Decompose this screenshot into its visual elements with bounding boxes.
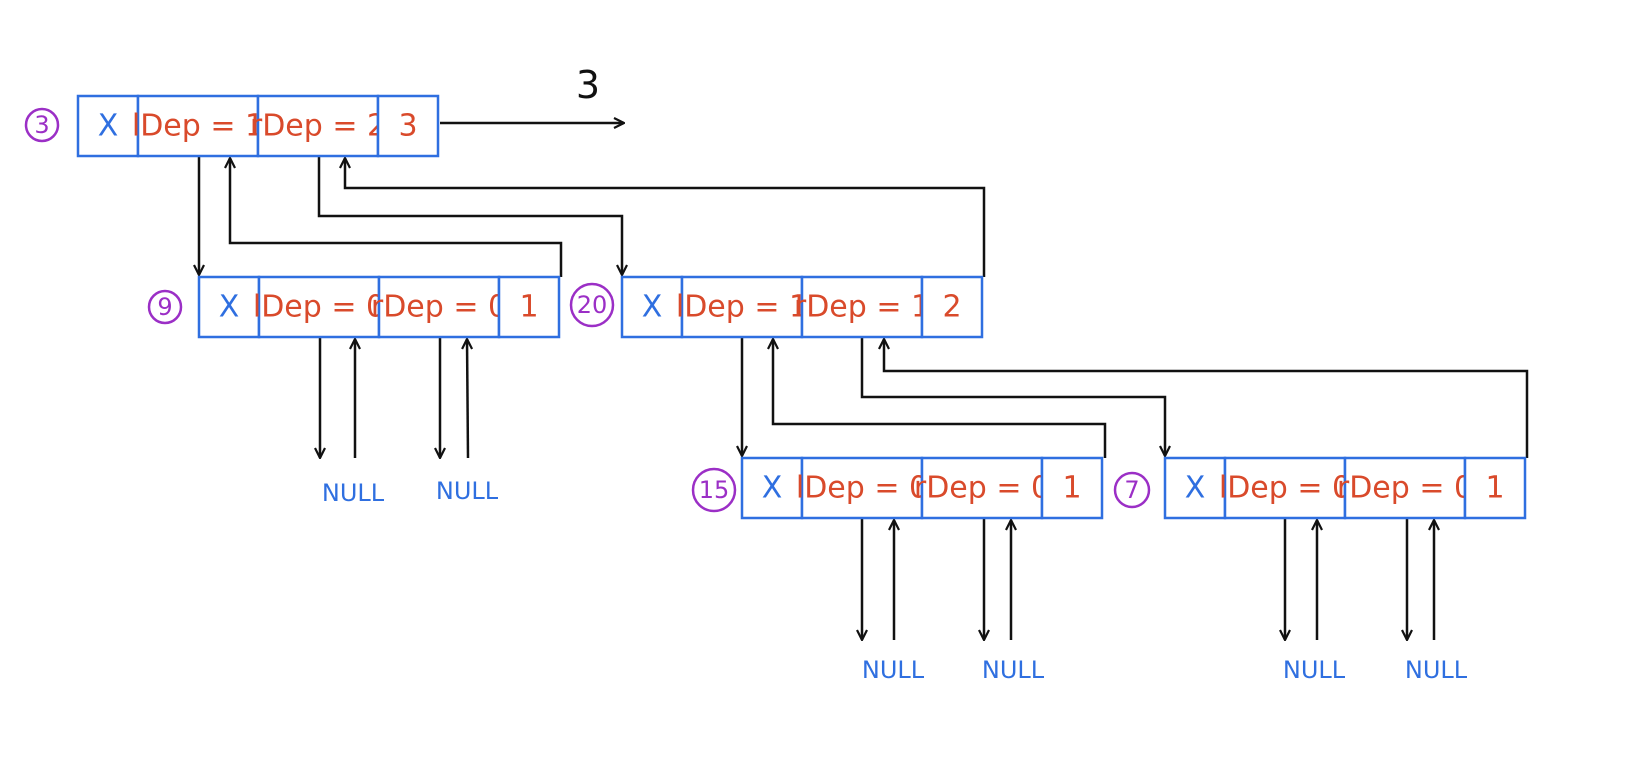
null-label: NULL xyxy=(1405,656,1468,684)
node-val-cell: X xyxy=(219,290,240,325)
node-val-cell-box xyxy=(197,275,261,339)
edges xyxy=(199,123,1529,640)
node-rdep-cell-box xyxy=(377,275,501,339)
null-label: NULL xyxy=(1283,656,1346,684)
node-val-cell: X xyxy=(762,471,783,506)
node-id-label: 3 xyxy=(34,111,49,139)
edge-3-to-20-down xyxy=(317,157,622,275)
edge-20-to-3-up xyxy=(345,158,986,277)
null-labels: NULL NULL NULL NULL NULL NULL xyxy=(322,477,1468,684)
node-ldep-cell: lDep = 1 xyxy=(132,109,264,144)
node-ldep-cell-box xyxy=(257,275,381,339)
null-label: NULL xyxy=(436,477,499,505)
node-id-circle xyxy=(24,107,60,143)
null-label: NULL xyxy=(322,479,385,507)
node-id-label: 15 xyxy=(699,476,730,504)
result-label: 3 xyxy=(576,63,600,107)
node-rdep-cell: rDep = 1 xyxy=(794,290,930,325)
node-val-cell-box xyxy=(740,456,804,520)
node-depth-cell: 2 xyxy=(942,290,961,325)
node-ldep-cell: lDep = 0 xyxy=(1219,471,1351,506)
node-ldep-cell: lDep = 1 xyxy=(676,290,808,325)
null-label: NULL xyxy=(862,656,925,684)
edge-9-r-null-up xyxy=(467,339,468,459)
node-val-cell: X xyxy=(642,290,663,325)
node-rdep-cell-box xyxy=(256,94,380,158)
result: 3 xyxy=(576,63,600,107)
node-val-cell: X xyxy=(1185,471,1206,506)
node-id-label: 7 xyxy=(1124,476,1139,504)
node-depth-cell: 1 xyxy=(519,290,538,325)
edge-15-to-20-up xyxy=(773,339,1107,458)
node-depth-cell: 1 xyxy=(1485,471,1504,506)
node-val-cell-box xyxy=(76,94,140,158)
node-rdep-cell-box xyxy=(1343,456,1467,520)
node-depth-cell: 3 xyxy=(398,109,417,144)
node-id-circle xyxy=(147,289,183,325)
node-id-circle xyxy=(569,282,615,328)
node-val-cell: X xyxy=(98,109,119,144)
null-label: NULL xyxy=(982,656,1045,684)
node-ldep-cell-box xyxy=(680,275,804,339)
node-id-label: 9 xyxy=(157,293,172,321)
node-id-circle xyxy=(1113,471,1151,509)
node-ldep-cell: lDep = 0 xyxy=(796,471,928,506)
edge-20-to-7-down xyxy=(860,338,1165,456)
node-id-circle xyxy=(691,467,737,513)
node-depth-cell-box xyxy=(1463,456,1527,520)
edge-9-to-3-up xyxy=(230,158,563,277)
node-id-label: 20 xyxy=(577,291,608,319)
node-ldep-cell: lDep = 0 xyxy=(253,290,385,325)
node-rdep-cell: rDep = 0 xyxy=(914,471,1050,506)
node-depth-cell-box xyxy=(376,94,440,158)
edge-7-to-20-up xyxy=(884,339,1529,458)
node-rdep-cell: rDep = 0 xyxy=(371,290,507,325)
node-depth-cell-box xyxy=(920,275,984,339)
node-rdep-cell: rDep = 2 xyxy=(250,109,386,144)
node-depth-cell-box xyxy=(497,275,561,339)
node-ldep-cell-box xyxy=(1223,456,1347,520)
node-rdep-cell: rDep = 0 xyxy=(1337,471,1473,506)
node-depth-cell-box xyxy=(1040,456,1104,520)
node-depth-cell: 1 xyxy=(1062,471,1081,506)
